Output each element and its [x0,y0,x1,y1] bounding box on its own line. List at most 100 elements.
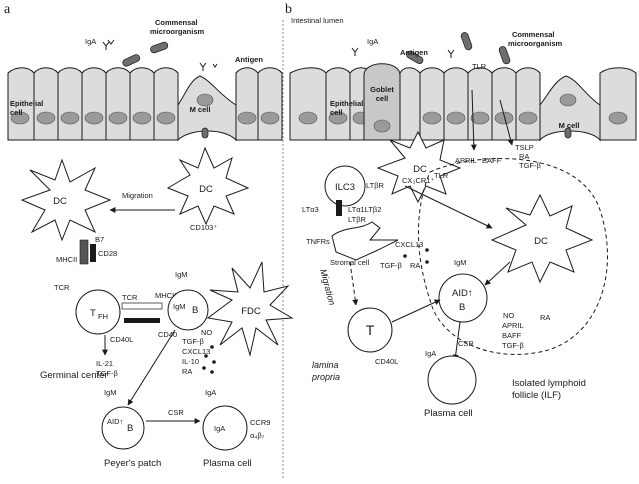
epithelium-signal-arrow [499,99,514,146]
stromal-secreted-dots [403,248,429,264]
goblet-label-2: cell [376,94,389,103]
intestinal-lumen-label: Intestinal lumen [291,16,344,25]
ilf-boundary [417,158,608,355]
epithelial-label-b-1: Epithelial [330,99,363,108]
b-label-b: B [459,302,465,313]
panel-label-a: a [4,2,11,17]
peyers-patch-label: Peyer's patch [104,458,161,469]
lamina-label-2: propria [311,372,340,382]
tlr-top-label: TLR [472,62,487,71]
commensal-label-b-1: Commensal [512,30,555,39]
fdc-cxcl13: CXCL13 [182,347,210,356]
b-cell-a-2 [101,406,145,450]
commensal-label-b-2: microorganism [508,39,563,48]
b-label-a-2: B [127,423,133,434]
ra-label-2: RA [540,313,550,322]
tcr-label-2: TCR [122,293,138,302]
cd40l-label-b: CD40L [375,357,398,366]
ilc3-cell [324,165,366,207]
b7-receptor [90,244,96,262]
plasma-cell-a [202,405,248,451]
ra-stromal: RA [410,261,420,270]
goblet-label-1: Goblet [370,85,394,94]
t-cell-b [347,307,393,353]
no-label-a: NO [201,328,212,337]
ra-top-label: RA [519,152,529,161]
dendritic-cell-a-right [166,146,250,226]
iga-small-label-a: IgA [205,388,216,397]
antigen-label-b: Antigen [400,48,428,57]
lta3-label: LTα3 [302,205,319,214]
ilf-label-1: Isolated lymphoid [512,378,586,389]
commensal-microorganisms [122,32,572,139]
ilf-label-2: follicle (ILF) [512,390,561,401]
ltbr-label-2: LTβR [348,215,367,224]
commensal-label-a-2: microorganism [150,27,205,36]
panel-label-b: b [285,2,292,17]
antigen-label-a: Antigen [235,55,263,64]
cd40l-label-a: CD40L [110,335,133,344]
dc2-label-a: DC [199,184,213,195]
epithelial-label-b-2: cell [330,108,343,117]
fdc-secreted-dots [202,345,216,374]
dc-big-label: DC [534,236,548,247]
dc-top-label-b: DC [413,164,427,175]
mhcii-label-1: MHCII [56,255,77,264]
il21-label: IL-21 [96,359,113,368]
tgfb-label-2: TGF-β [502,341,524,350]
plasma-cell-label-b: Plasma cell [424,408,473,419]
germinal-center-label: Germinal center [40,370,108,381]
b-cell-arrow-a [127,329,176,406]
csr-label-a: CSR [168,408,184,417]
dc-to-b-arrow [484,261,511,286]
iga-label-a: IgA [85,37,96,46]
m-cell-label-b: M cell [559,121,580,130]
tcr-mhcii-bridge [121,302,163,310]
tfh-cell [75,289,121,335]
plasma-cell-b [427,355,477,405]
t-to-b-arrow [391,299,441,323]
tcr-label-1: TCR [54,283,70,292]
epithelial-label-a-2: cell [10,108,23,117]
baff-label-2: BAFF [502,331,522,340]
tnfrs-label: TNFRs [306,237,330,246]
tfh-label: T [90,308,96,319]
no-label-b: NO [503,311,514,320]
migration-arrow-b [349,261,359,306]
april-label-2: APRIL [502,321,524,330]
aid-label-a: AID↑ [107,417,123,426]
fdc-il10: IL-10 [182,357,199,366]
m-cell-label-a: M cell [190,105,211,114]
fdc-ra: RA [182,367,192,376]
igm-in-b-label: IgM [173,302,186,311]
tfh-subscript: FH [98,312,108,321]
cd40-bridge [124,318,160,323]
cd28-label: CD28 [98,249,117,258]
dc-migration-arrow-b [404,185,493,229]
cx3cr1-label: CX₃CR1⁺ [402,176,434,185]
migration-label-a: Migration [122,191,153,200]
ccr9-label: CCR9 [250,418,270,427]
mhcii-receptor [79,239,89,265]
lta1b2-label: LTα1LTβ2 [348,205,381,214]
ltbr-label-1: LTβR [366,181,385,190]
fdc-cell [206,261,294,357]
iga-antibody-icons [102,39,455,71]
fdc-label: FDC [241,306,261,317]
tgfb-stromal: TGF-β [380,261,402,270]
b-cell-ilf [438,273,488,323]
epithelium-layer-a [7,67,283,142]
commensal-label-a-1: Commensal [155,18,198,27]
cd40-label: CD40 [158,330,177,339]
april-label: APRIL [455,156,477,165]
tlr-label-b: TLR [434,171,449,180]
migration-label-b: Migration [318,268,337,306]
epithelial-label-a-1: Epithelial [10,99,43,108]
fdc-tgfb: TGF-β [182,337,204,346]
tslp-label: TSLP [515,143,534,152]
t-label-b: T [366,322,375,338]
csr-arrow-b [452,321,461,361]
cxcl13-label: CXCL13 [395,240,423,249]
dc-cx3cr1 [376,130,462,204]
